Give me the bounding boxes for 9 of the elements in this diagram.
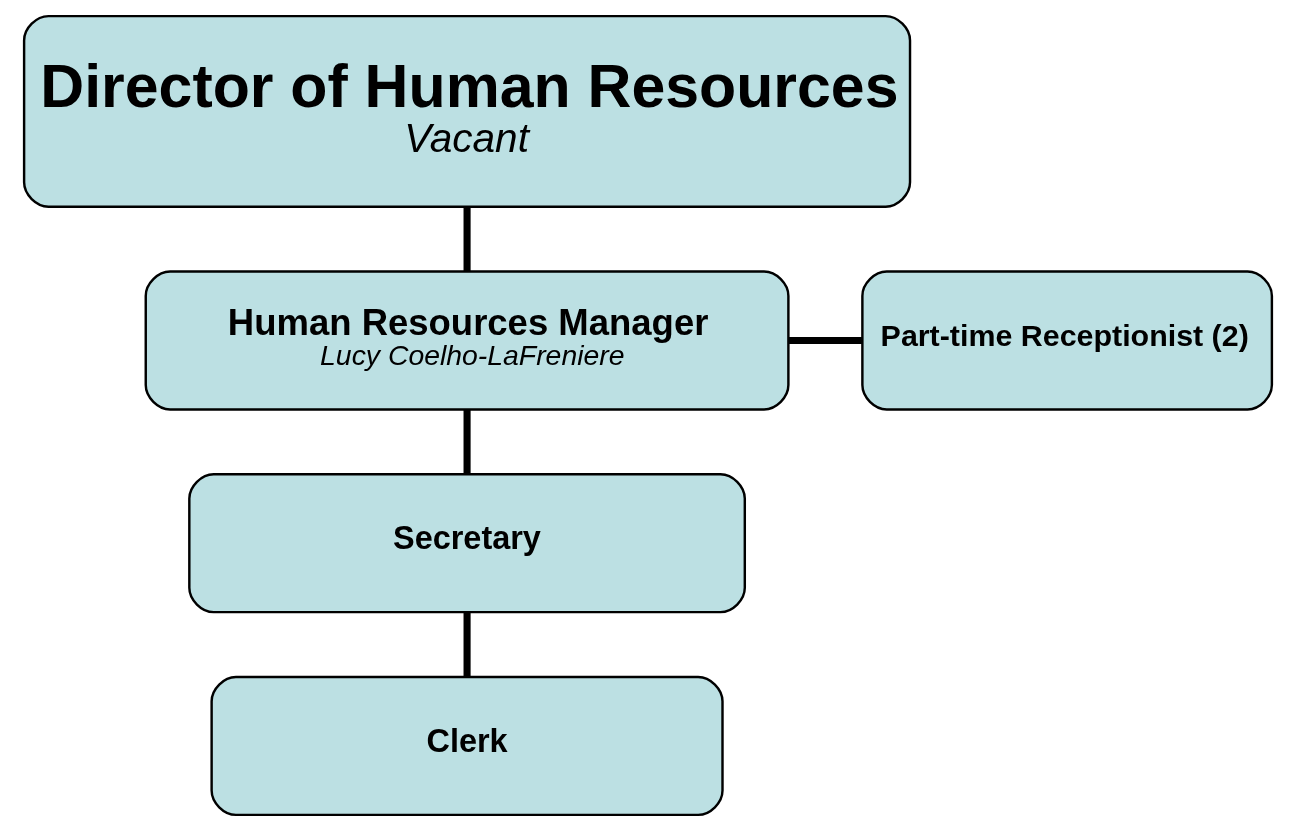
connector bbox=[463, 409, 471, 474]
connector bbox=[463, 206, 471, 271]
connector bbox=[463, 612, 471, 677]
node-box: Human Resources Manager Lucy Coelho-LaFreniere bbox=[144, 270, 790, 411]
node-box: Clerk bbox=[210, 675, 724, 817]
node-box: Director of Human Resources Vacant bbox=[22, 14, 912, 208]
connector bbox=[788, 336, 863, 345]
node-box: Part-time Receptionist (2) bbox=[861, 270, 1274, 411]
node-box: Secretary bbox=[188, 473, 746, 614]
